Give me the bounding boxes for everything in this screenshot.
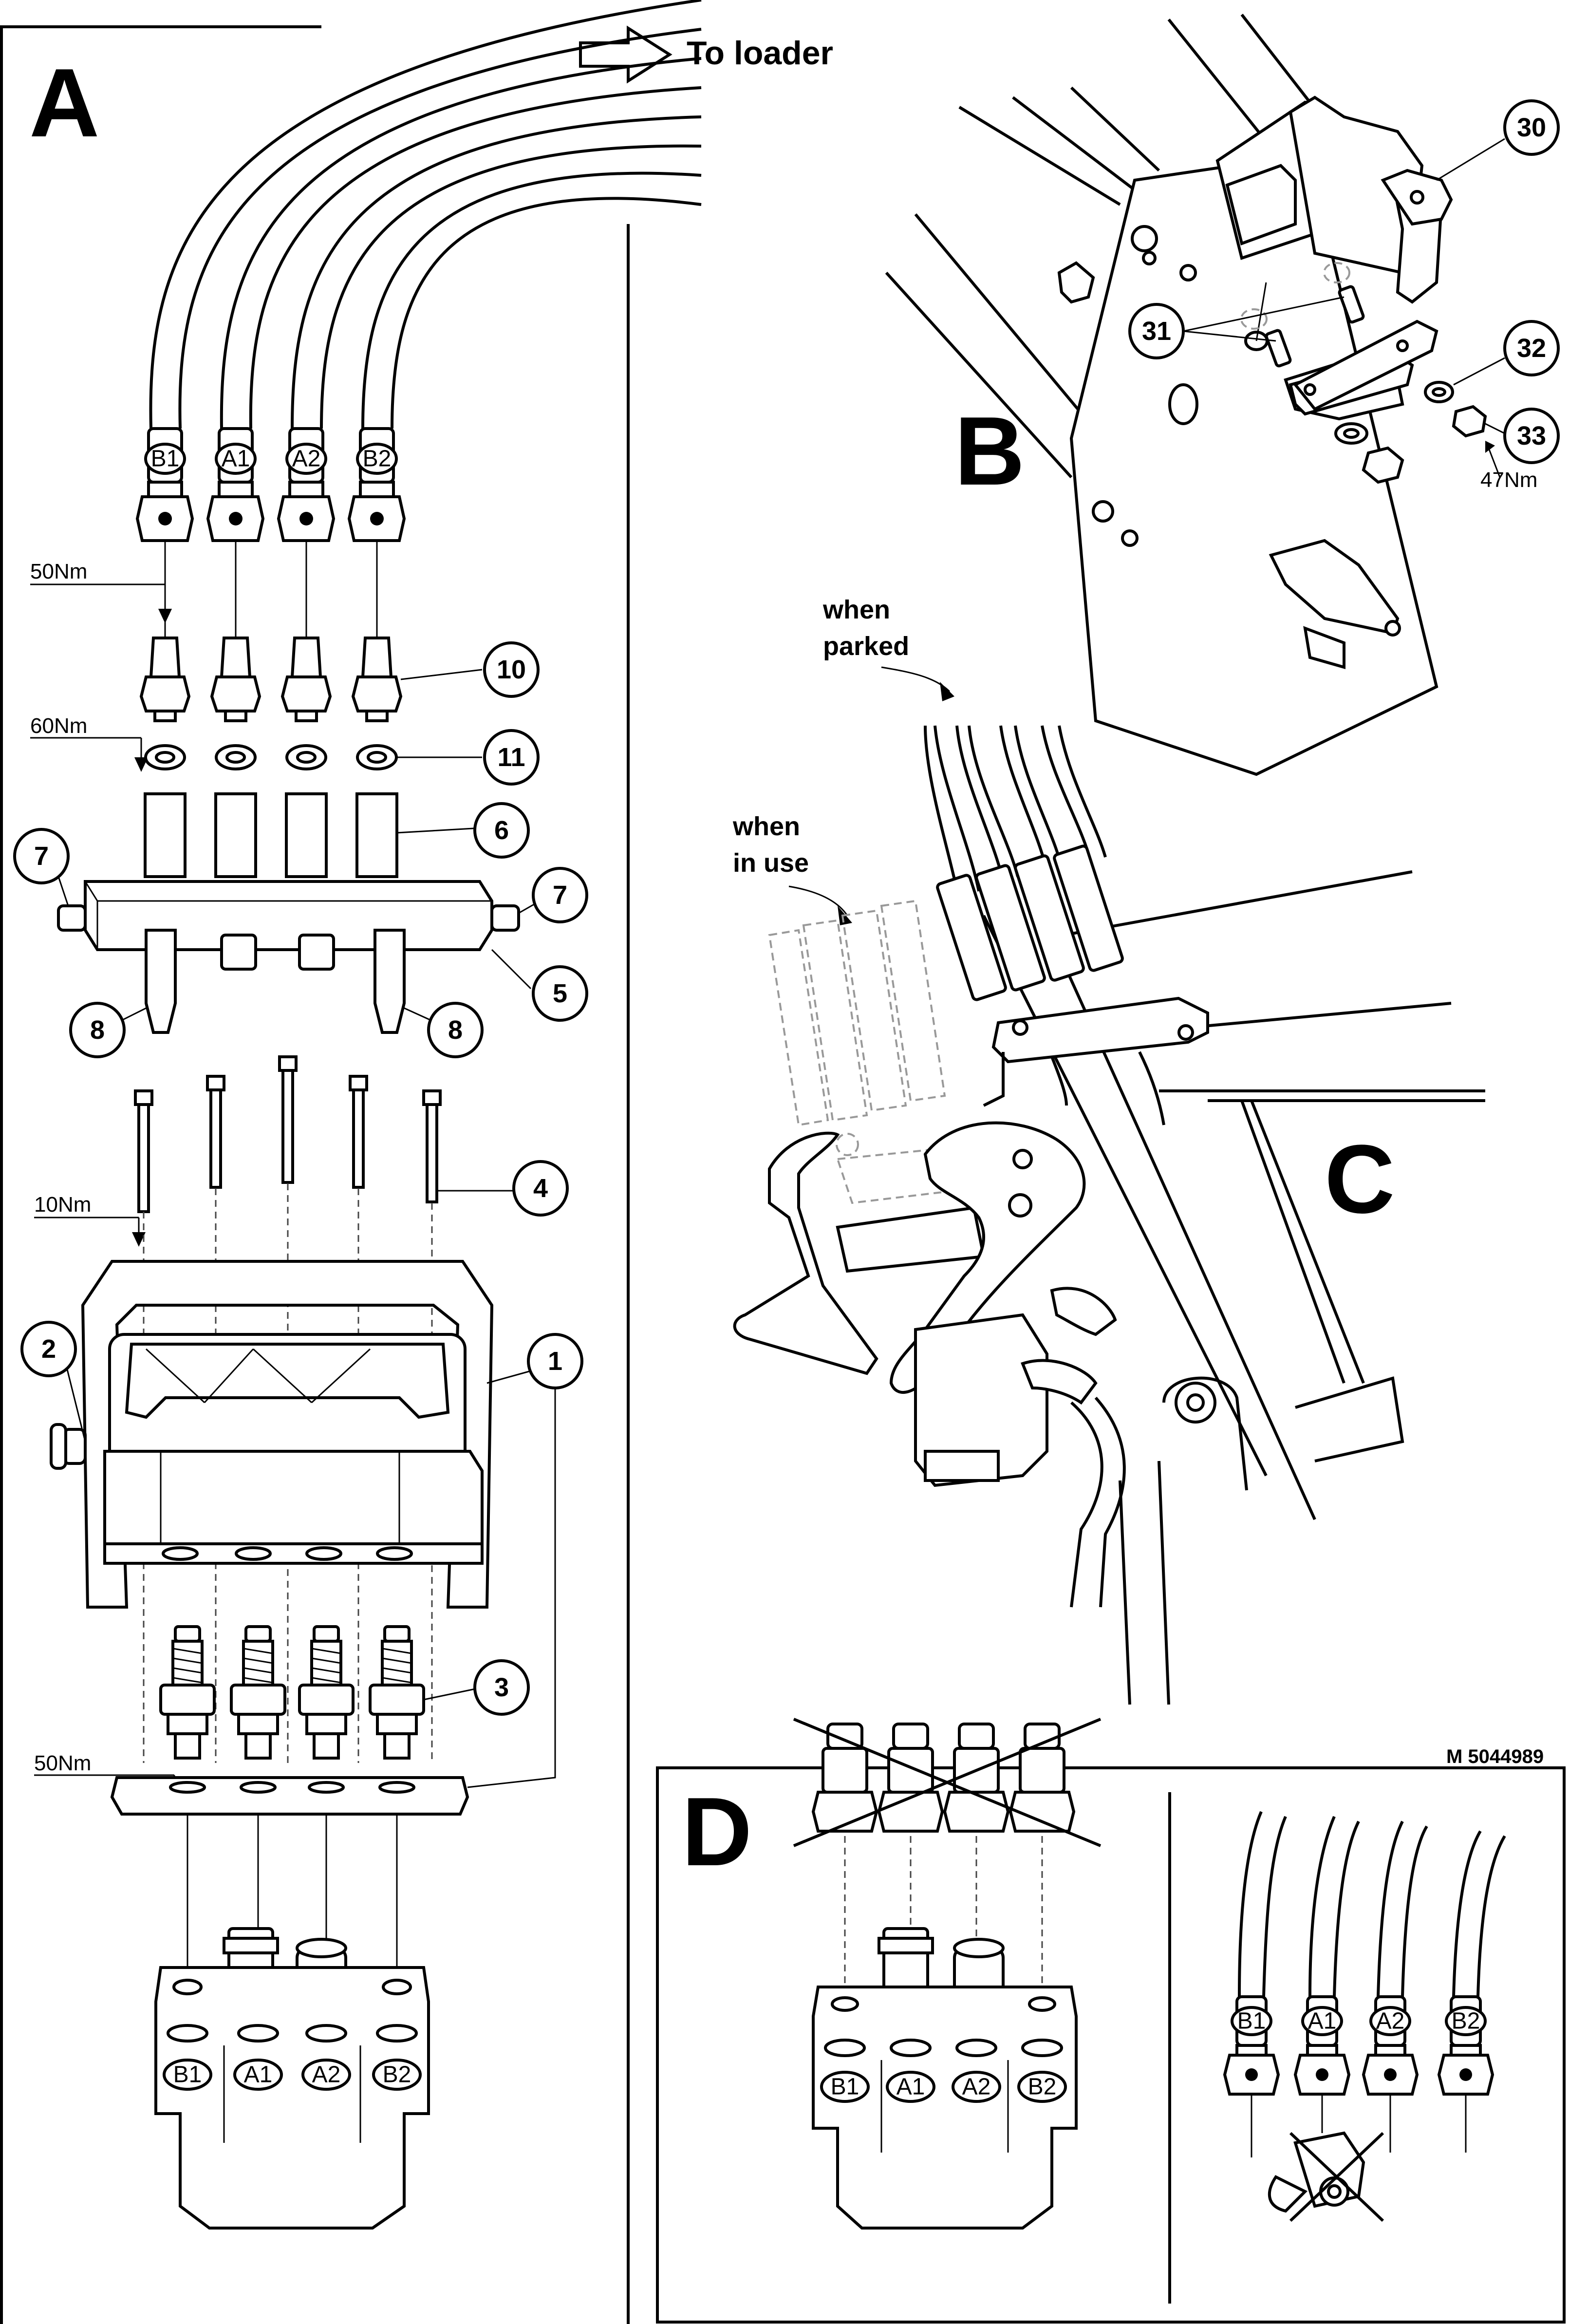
- panel-c-valve: [914, 1287, 1248, 1608]
- callout-33: 33: [1485, 408, 1560, 464]
- callout-11: 11: [483, 729, 540, 786]
- hose-label-b1: B1: [151, 446, 180, 472]
- guide-lines-top: [164, 541, 378, 638]
- hose-d-label-b2: B2: [1452, 2008, 1480, 2034]
- svg-text:3: 3: [494, 1673, 509, 1702]
- valve-d-label-b2: B2: [1028, 2074, 1057, 2100]
- panel-d-frame: [656, 1766, 1566, 2324]
- note-when-in-use-line1: when: [732, 812, 800, 841]
- svg-text:1: 1: [548, 1347, 562, 1376]
- hose-d-label-a1: A1: [1308, 2008, 1337, 2034]
- panel-d-hoses: [1223, 1811, 1506, 2157]
- hose-port-labels: B1 A1 A2 B2: [144, 443, 398, 475]
- callout-32: 32: [1453, 320, 1560, 386]
- svg-text:33: 33: [1517, 421, 1546, 450]
- panel-d-crossed-tee: [1268, 2131, 1384, 2222]
- svg-text:5: 5: [553, 979, 567, 1008]
- valve-a-label-b2: B2: [383, 2062, 411, 2088]
- callout-10: 10: [483, 641, 540, 698]
- svg-text:32: 32: [1517, 334, 1546, 363]
- panel-label-c: C: [1325, 1125, 1395, 1234]
- panel-b-bracket: [885, 14, 1453, 776]
- coupler-housing: [50, 1260, 531, 1609]
- hose-label-a1: A1: [222, 446, 250, 472]
- document-code: M 5044989: [1446, 1746, 1544, 1767]
- callout-6: 6: [473, 802, 530, 859]
- panel-d-dashed-lines: [844, 1836, 1043, 1992]
- panel-label-d: D: [682, 1778, 752, 1886]
- svg-text:6: 6: [494, 816, 509, 845]
- note-when-in-use-line2: in use: [733, 848, 809, 878]
- callout-4: 4: [512, 1160, 569, 1217]
- callout-3: 3: [473, 1659, 530, 1716]
- svg-text:31: 31: [1142, 317, 1171, 346]
- panel-a-frame: [0, 25, 630, 2324]
- callout-31: 31: [1128, 296, 1345, 359]
- panel-label-a: A: [29, 49, 99, 157]
- callout-7-left: 7: [13, 828, 70, 906]
- valve-d-label-a2: A2: [962, 2074, 991, 2100]
- hose-label-a2: A2: [292, 446, 321, 472]
- svg-text:8: 8: [90, 1015, 105, 1045]
- panel-d-hose-labels: B1 A1 A2 B2: [1231, 2006, 1487, 2036]
- couplers: [159, 1625, 483, 1760]
- torque-hose-nut: 50Nm: [30, 560, 87, 583]
- svg-text:4: 4: [533, 1174, 548, 1203]
- valve-d-label-b1: B1: [831, 2074, 859, 2100]
- callout-30: 30: [1436, 99, 1560, 181]
- callout-1: 1: [527, 1333, 583, 1389]
- hose-label-b2: B2: [363, 446, 392, 472]
- hose-fittings: [135, 427, 406, 542]
- hoses-to-loader: [149, 0, 702, 429]
- bolts: [134, 1055, 516, 1213]
- callout-2: 2: [20, 1321, 77, 1377]
- valve-guide-lines: [187, 1814, 398, 1977]
- torque-bolts: 10Nm: [34, 1193, 91, 1217]
- svg-text:7: 7: [34, 842, 49, 871]
- valve-a-label-a1: A1: [244, 2062, 273, 2088]
- note-when-parked-line2: parked: [823, 632, 909, 661]
- valve-d-label-a1: A1: [897, 2074, 925, 2100]
- control-valve-a: [154, 1927, 430, 2230]
- hose-d-label-b1: B1: [1237, 2008, 1266, 2034]
- valve-a-label-a2: A2: [312, 2062, 341, 2088]
- control-valve-d: [812, 1927, 1078, 2230]
- callout-5: 5: [532, 965, 588, 1022]
- valve-port-labels-d: B1 A1 A2 B2: [820, 2071, 1067, 2103]
- svg-text:10: 10: [497, 655, 526, 684]
- torque-couplers: 50Nm: [34, 1751, 91, 1775]
- callout-7-right: 7: [518, 867, 588, 923]
- svg-text:2: 2: [41, 1334, 56, 1364]
- callout-8-right: 8: [404, 1002, 484, 1058]
- hose-d-label-a2: A2: [1376, 2008, 1405, 2034]
- panel-d-couplers-crossed: [793, 1718, 1102, 1847]
- torque-adapter: 60Nm: [30, 714, 87, 738]
- adapters: [139, 637, 483, 722]
- svg-text:8: 8: [448, 1015, 463, 1045]
- to-loader-label: To loader: [687, 35, 833, 72]
- valve-a-label-b1: B1: [173, 2062, 202, 2088]
- base-plate: [110, 1388, 556, 1816]
- note-when-parked-line1: when: [822, 595, 890, 624]
- valve-port-labels-a: B1 A1 A2 B2: [163, 2059, 422, 2091]
- torque-nut-33: 47Nm: [1480, 468, 1537, 492]
- svg-text:7: 7: [553, 881, 567, 910]
- washers: [144, 744, 482, 770]
- callout-8-left: 8: [69, 1002, 147, 1058]
- svg-text:30: 30: [1517, 113, 1546, 142]
- parked-couplers: [936, 844, 1209, 1125]
- svg-text:11: 11: [497, 743, 525, 772]
- manifold-block: [57, 792, 532, 1034]
- pins-and-nuts: [1240, 262, 1487, 484]
